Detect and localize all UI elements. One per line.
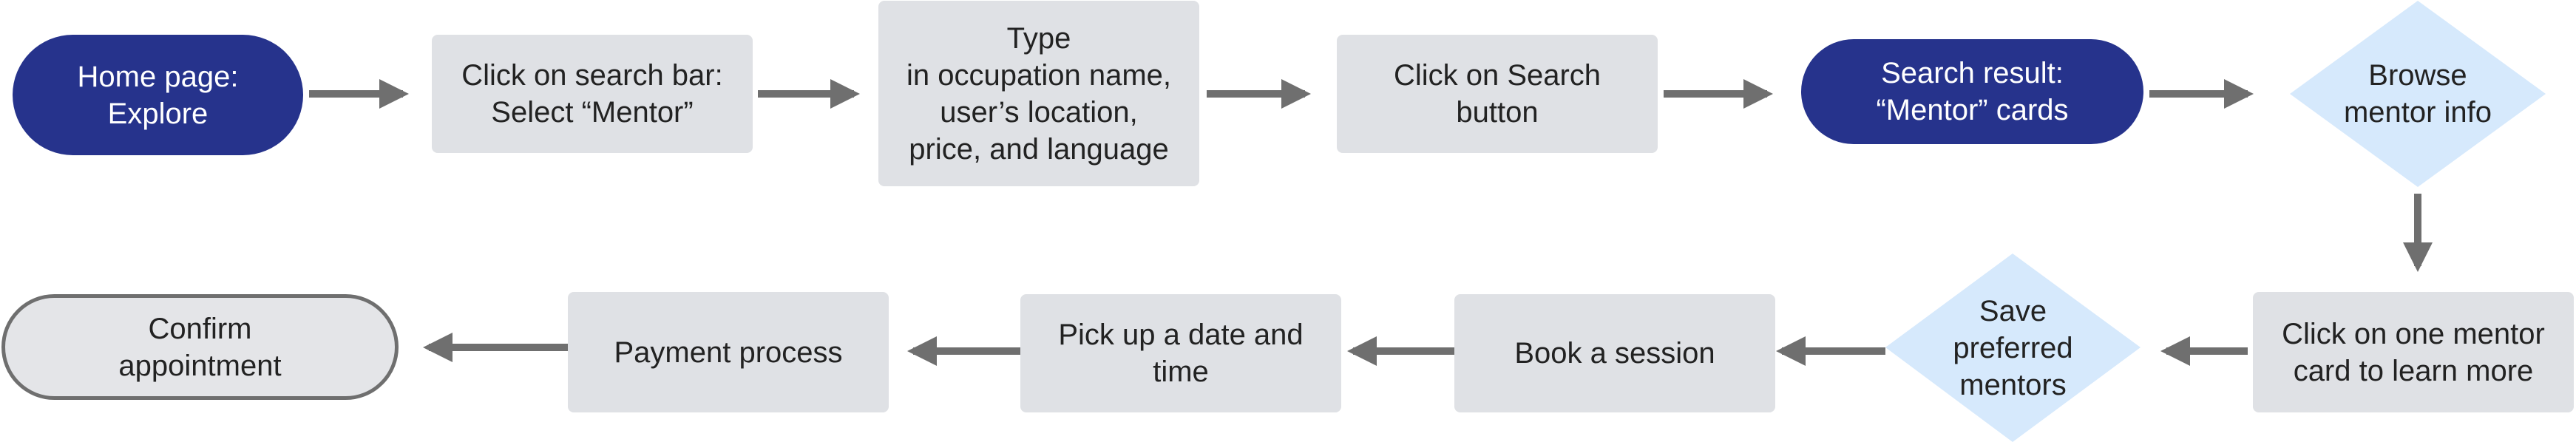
decision-browse: Browse mentor info <box>2290 1 2546 187</box>
node-pick-date: Pick up a date and time <box>1020 294 1341 412</box>
node-confirm-appointment-label: Confirm appointment <box>118 312 282 382</box>
node-payment-label: Payment process <box>614 336 843 369</box>
node-search-result-label: Search result: “Mentor” cards <box>1876 57 2069 126</box>
node-pick-date-label: Pick up a date and time <box>1058 319 1304 388</box>
node-payment: Payment process <box>568 292 889 412</box>
node-search-result: Search result: “Mentor” cards <box>1801 39 2143 144</box>
decision-save-mentors-label: Save preferred mentors <box>1953 294 2073 401</box>
decision-browse-shape <box>2290 1 2546 187</box>
node-book-session: Book a session <box>1454 294 1775 412</box>
node-search-bar-label: Click on search bar: Select “Mentor” <box>461 59 723 129</box>
node-search-button: Click on Search button <box>1337 35 1658 153</box>
decision-save-mentors: Save preferred mentors <box>1885 254 2141 442</box>
node-confirm-appointment: Confirm appointment <box>1 294 399 400</box>
decision-save-mentors-text: Save preferred mentors <box>1885 254 2141 442</box>
decision-browse-text: Browse mentor info <box>2290 1 2546 187</box>
decision-save-mentors-shape <box>1885 254 2141 442</box>
node-home-page: Home page: Explore <box>13 35 303 155</box>
node-search-bar: Click on search bar: Select “Mentor” <box>432 35 753 153</box>
node-type-fields-label: Type in occupation name, user’s location… <box>906 21 1171 166</box>
node-type-fields: Type in occupation name, user’s location… <box>878 1 1199 186</box>
node-book-session-label: Book a session <box>1514 337 1715 370</box>
decision-browse-label: Browse mentor info <box>2343 59 2492 129</box>
node-click-card: Click on one mentor card to learn more <box>2253 292 2574 412</box>
node-search-button-label: Click on Search button <box>1393 59 1601 129</box>
node-click-card-label: Click on one mentor card to learn more <box>2282 317 2545 387</box>
node-home-page-label: Home page: Explore <box>77 60 239 130</box>
